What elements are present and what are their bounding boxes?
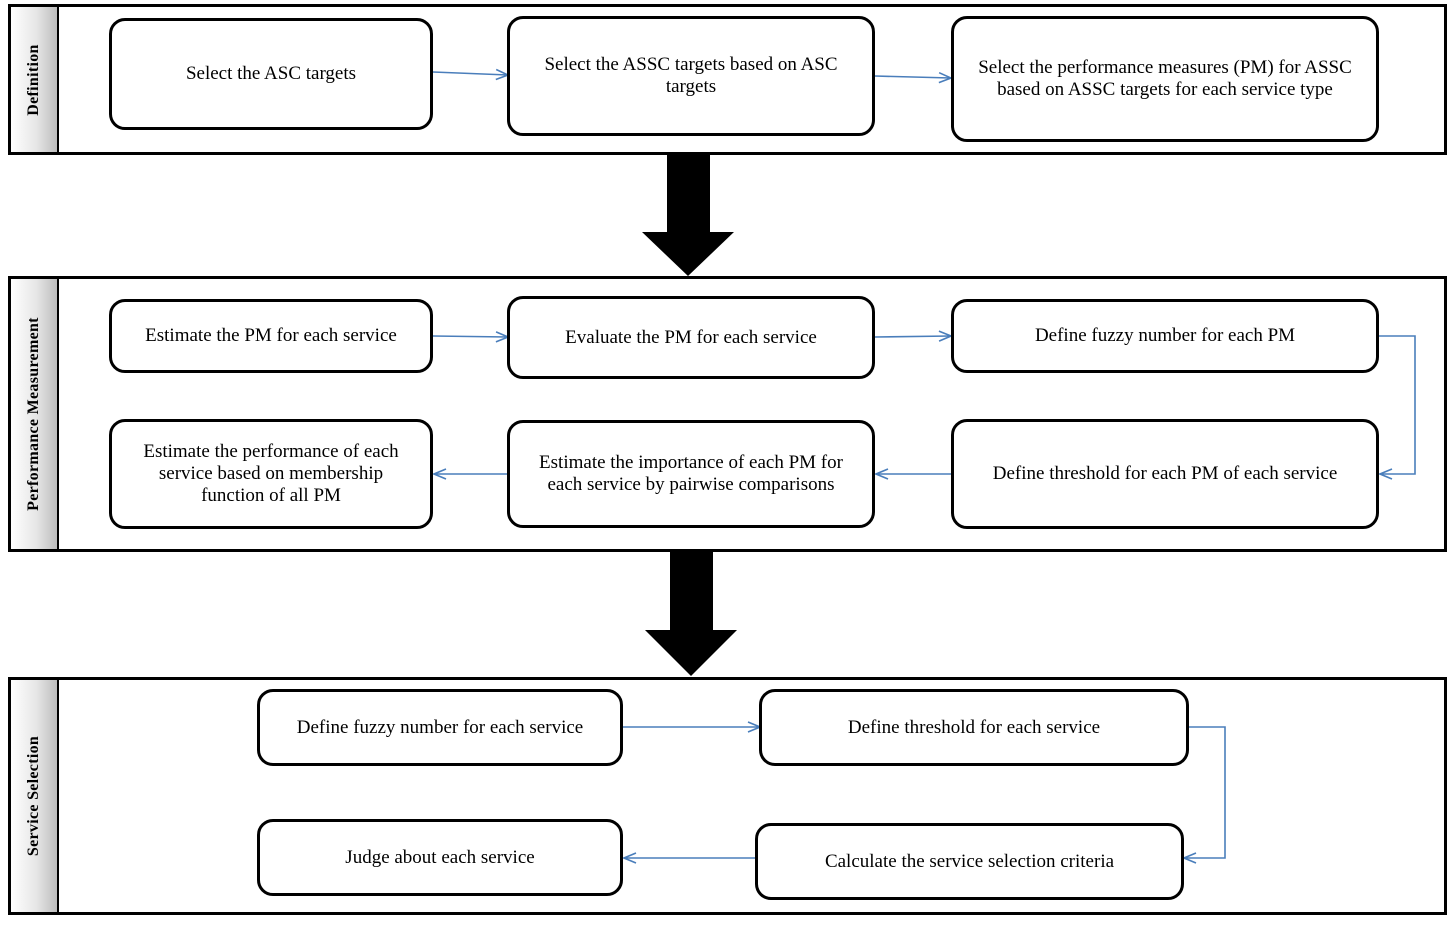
big-arrow-measurement-to-selection [645, 552, 737, 676]
definition-label-strip: Definition [11, 7, 59, 152]
arrow-asc-to-assc [432, 72, 508, 75]
arrow-threshold-service-to-criteria [1184, 726, 1226, 858]
big-arrow-definition-to-measurement [642, 155, 734, 276]
step-define-fuzzy-number-service: Define fuzzy number for each service [257, 689, 623, 766]
step-judge-service: Judge about each service [257, 819, 623, 896]
step-select-performance-measures: Select the performance measures (PM) for… [951, 16, 1379, 142]
step-estimate-pm: Estimate the PM for each service [109, 299, 433, 373]
arrow-estimate-to-evaluate [432, 336, 508, 337]
step-define-threshold-pm: Define threshold for each PM of each ser… [951, 419, 1379, 529]
arrow-evaluate-to-fuzzy [874, 336, 951, 337]
step-estimate-performance: Estimate the performance of each service… [109, 419, 433, 529]
step-define-threshold-service: Define threshold for each service [759, 689, 1189, 766]
service-selection-panel: Service Selection [8, 677, 1447, 915]
step-define-fuzzy-number-pm: Define fuzzy number for each PM [951, 299, 1379, 373]
step-estimate-importance: Estimate the importance of each PM for e… [507, 420, 875, 528]
arrow-assc-to-pm [874, 76, 951, 78]
step-calculate-selection-criteria: Calculate the service selection criteria [755, 823, 1184, 900]
performance-measurement-label-strip: Performance Measurement [11, 279, 59, 549]
service-selection-label-strip: Service Selection [11, 680, 59, 912]
arrow-fuzzy-to-threshold [1379, 335, 1416, 474]
step-evaluate-pm: Evaluate the PM for each service [507, 296, 875, 379]
step-select-assc-targets: Select the ASSC targets based on ASC tar… [507, 16, 875, 136]
step-select-asc-targets: Select the ASC targets [109, 18, 433, 130]
